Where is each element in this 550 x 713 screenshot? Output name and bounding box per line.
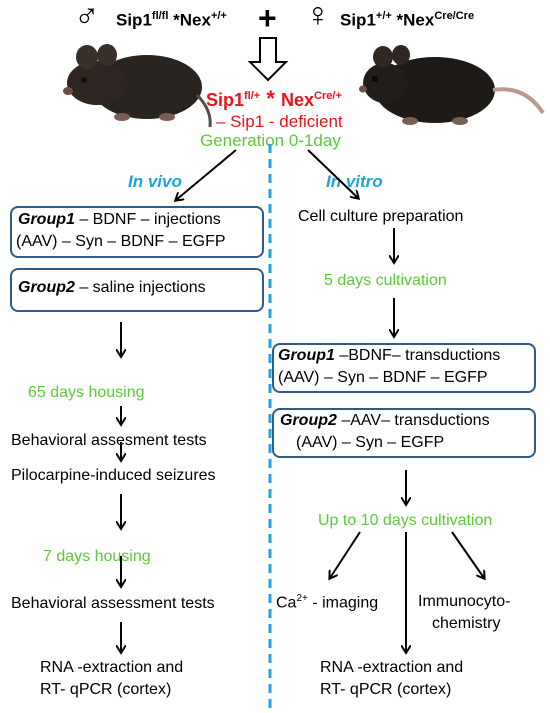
in-vitro-label: In vitro xyxy=(326,172,383,191)
in-vitro-rna-line1: RNA -extraction and xyxy=(320,659,464,676)
offspring-deficient: – Sip1 - deficient xyxy=(216,112,343,131)
behavioral-tests-1: Behavioral assesment tests xyxy=(11,432,207,449)
in-vivo-label: In vivo xyxy=(128,172,182,191)
cultivation-5-label: 5 days cultivation xyxy=(324,272,447,289)
plus-symbol: + xyxy=(258,0,277,36)
housing-7-label: 7 days housing xyxy=(43,548,151,565)
male-symbol-icon: ♂ xyxy=(74,0,100,34)
group2-name: Group2 xyxy=(18,279,75,296)
offspring-genotype: Sip1fl/+ * NexCre/+ xyxy=(206,86,342,111)
cross-arrow-icon xyxy=(247,37,289,82)
male-genotype: Sip1fl/fl *Nex+/+ xyxy=(116,10,227,30)
in-vivo-rna-line1: RNA -extraction and xyxy=(40,659,184,676)
in-vitro-group2-box: Group2 –AAV– transductions (AAV) – Syn –… xyxy=(272,408,536,458)
ca-imaging-label: Ca2+ - imaging xyxy=(276,593,379,612)
pilocarpine-label: Pilocarpine-induced seizures xyxy=(11,467,216,484)
behavioral-tests-2: Behavioral assessment tests xyxy=(11,595,215,612)
in-vitro-group1-box: Group1 –BDNF– transductions (AAV) – Syn … xyxy=(272,343,536,393)
vitro-group2-name: Group2 xyxy=(280,412,337,429)
female-genotype: Sip1+/+ *NexCre/Cre xyxy=(340,10,475,30)
arrow-to-in-vitro xyxy=(307,149,358,198)
group1-name: Group1 xyxy=(18,211,75,228)
cell-culture-label: Cell culture preparation xyxy=(298,208,464,225)
cultivation-10-label: Up to 10 days cultivation xyxy=(318,512,493,529)
vitro-group1-line2: (AAV) – Syn – BDNF – EGFP xyxy=(278,369,488,386)
group1-line1: – BDNF – injections xyxy=(74,211,221,228)
arrow-to-in-vivo xyxy=(176,149,237,200)
immuno-line2: chemistry xyxy=(432,615,501,632)
vitro-group2-line2: (AAV) – Syn – EGFP xyxy=(296,434,445,451)
immuno-line1: Immunocyto- xyxy=(418,593,511,610)
female-symbol-icon: ♀ xyxy=(305,0,331,34)
vitro-group1-line1: –BDNF– transductions xyxy=(334,347,501,364)
arrow-to-ca-imaging xyxy=(330,531,361,578)
generation-label: Generation 0-1day xyxy=(200,131,341,150)
vitro-group2-line1: –AAV– transductions xyxy=(336,412,490,429)
housing-65-label: 65 days housing xyxy=(28,384,145,401)
male-mouse-image xyxy=(63,44,212,128)
female-mouse-image xyxy=(359,45,545,125)
in-vitro-rna-line2: RT- qPCR (cortex) xyxy=(320,681,452,698)
in-vivo-rna-line2: RT- qPCR (cortex) xyxy=(40,681,172,698)
in-vivo-group2-box: Group2 – saline injections xyxy=(10,268,264,312)
arrow-to-immuno xyxy=(451,531,484,578)
group1-line2: (AAV) – Syn – BDNF – EGFP xyxy=(16,233,226,250)
in-vivo-group1-box: Group1 – BDNF – injections (AAV) – Syn –… xyxy=(10,206,264,258)
group2-line1: – saline injections xyxy=(74,279,206,296)
vitro-group1-name: Group1 xyxy=(278,347,335,364)
